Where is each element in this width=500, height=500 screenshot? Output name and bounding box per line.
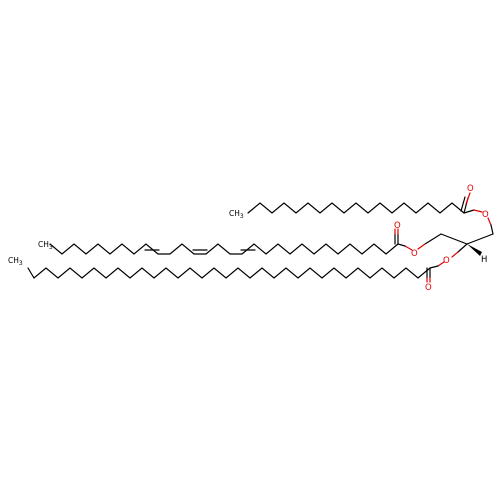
oxygen-carbonyl-1: O <box>467 184 474 194</box>
oxygen-carbonyl-3: O <box>425 283 432 293</box>
middle-acyl-chain <box>49 228 413 255</box>
oxygen-carbonyl-2: O <box>394 221 401 231</box>
stereo-wedge <box>467 244 482 256</box>
methyl-label-middle: CH3 <box>38 240 53 251</box>
oxygen-ester-2: O <box>411 249 418 259</box>
top-acyl-chain <box>247 192 494 235</box>
glycerol-backbone <box>417 233 494 258</box>
bottom-acyl-chain <box>27 261 445 283</box>
hydrogen-stereo: H <box>481 255 487 265</box>
oxygen-ester-1: O <box>482 210 489 220</box>
oxygen-ester-3: O <box>443 256 450 266</box>
methyl-label-top: CH3 <box>229 209 244 220</box>
methyl-label-bottom: CH3 <box>8 256 23 267</box>
